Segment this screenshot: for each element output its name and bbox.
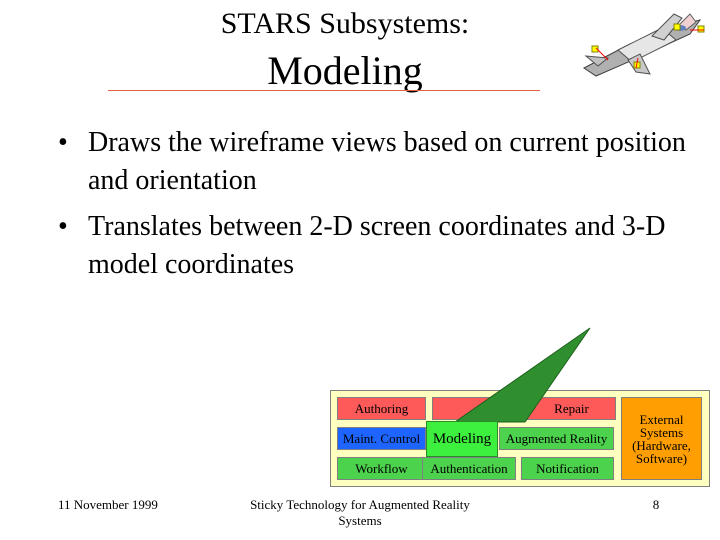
jet-aircraft-icon bbox=[583, 13, 705, 77]
bullet-text: Draws the wireframe views based on curre… bbox=[88, 127, 686, 196]
external-systems-box: External Systems (Hardware, Software) bbox=[621, 397, 702, 480]
repair-box: Repair bbox=[527, 397, 616, 420]
bullet-list: • Draws the wireframe views based on cur… bbox=[58, 124, 708, 292]
bullet-dot: • bbox=[58, 127, 68, 158]
modeling-box: Modeling bbox=[426, 421, 498, 457]
workflow-box: Workflow bbox=[337, 457, 426, 480]
authoring-box: Authoring bbox=[337, 397, 426, 420]
bullet-item: • Translates between 2-D screen coordina… bbox=[58, 208, 708, 284]
page-number: 8 bbox=[652, 497, 660, 512]
maint-control-box: Maint. Control bbox=[337, 427, 426, 450]
authentication-box: Authentication bbox=[422, 457, 516, 480]
bullet-dot: • bbox=[58, 211, 68, 242]
subsystem-diagram: Authoring Repair Maint. Control Augmente… bbox=[330, 390, 710, 487]
obscured-box bbox=[432, 397, 521, 420]
footer-title: Sticky Technology for Augmented Reality … bbox=[250, 497, 470, 528]
bullet-text: Translates between 2-D screen coordinate… bbox=[88, 211, 666, 280]
notification-box: Notification bbox=[521, 457, 614, 480]
augmented-reality-box: Augmented Reality bbox=[499, 427, 614, 450]
title-underline bbox=[108, 90, 540, 91]
bullet-item: • Draws the wireframe views based on cur… bbox=[58, 124, 708, 200]
slide-subtitle: STARS Subsystems: bbox=[220, 7, 470, 40]
slide-title: Modeling bbox=[267, 48, 423, 93]
footer-date: 11 November 1999 bbox=[58, 497, 158, 512]
